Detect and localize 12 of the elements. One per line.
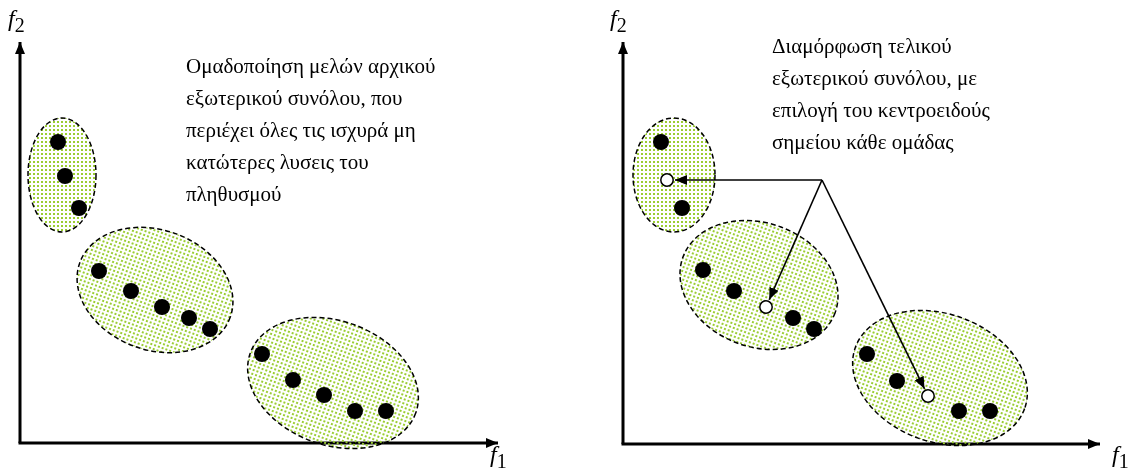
arrow xyxy=(674,175,823,185)
axis-label: f$_{2}$ xyxy=(8,4,25,38)
hollow-point xyxy=(660,173,674,187)
axis-label: f$_{2}$ xyxy=(610,4,627,38)
axis-label: f$_{1}$ xyxy=(1112,440,1129,470)
hollow-point xyxy=(759,300,773,314)
annotation-text: Διαμόρφωση τελικού εξωτερικού συνόλου, με επιλογή του κεντροειδούς σημείου κάθε ομάδας xyxy=(772,30,1042,180)
hollow-point xyxy=(921,389,935,403)
arrow xyxy=(821,179,926,390)
axis-label: f$_{1}$ xyxy=(490,440,507,470)
arrow xyxy=(768,179,823,301)
annotation-text: Ομαδοποίηση μελών αρχικού εξωτερικού συνόλου, που περιέχει όλες τις ισχυρά μη κατώτερες λυσεις του πληθυσμού xyxy=(186,53,437,208)
